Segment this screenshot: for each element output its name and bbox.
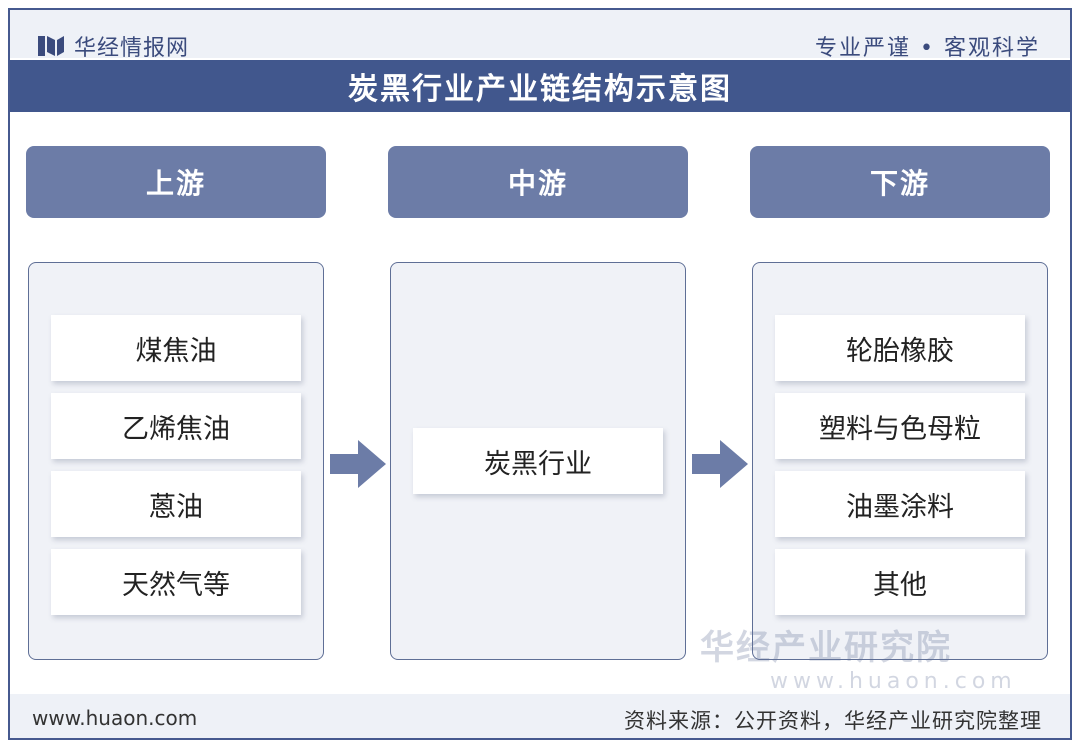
watermark-name: 华经产业研究院 (700, 628, 952, 668)
stage-panel-midstream: 炭黑行业 (390, 262, 686, 660)
downstream-item: 轮胎橡胶 (775, 315, 1025, 381)
stage-panel-downstream: 轮胎橡胶 塑料与色母粒 油墨涂料 其他 (752, 262, 1048, 660)
stage-header-midstream: 中游 (388, 146, 688, 218)
watermark: 华经产业研究院 www.huaon.com (700, 620, 1017, 694)
brand[interactable]: 华经情报网 (38, 30, 189, 62)
arrow-right-icon (330, 440, 386, 488)
downstream-item: 油墨涂料 (775, 471, 1025, 537)
slogan: 专业严谨 • 客观科学 (815, 36, 1040, 61)
footer-source: 资料来源：公开资料，华经产业研究院整理 (624, 709, 1042, 733)
upstream-item: 天然气等 (51, 549, 301, 615)
upstream-item: 煤焦油 (51, 315, 301, 381)
watermark-url: www.huaon.com (770, 669, 1017, 694)
midstream-item: 炭黑行业 (413, 428, 663, 494)
diagram-title: 炭黑行业产业链结构示意图 (10, 60, 1070, 112)
stage-panel-upstream: 煤焦油 乙烯焦油 蒽油 天然气等 (28, 262, 324, 660)
arrow-right-icon (692, 440, 748, 488)
upstream-item: 蒽油 (51, 471, 301, 537)
brand-name: 华经情报网 (74, 36, 190, 61)
stage-header-downstream: 下游 (750, 146, 1050, 218)
brand-logo-icon (38, 36, 64, 56)
downstream-item: 塑料与色母粒 (775, 393, 1025, 459)
top-bar: 华经情报网 专业严谨 • 客观科学 (10, 10, 1070, 61)
footer: www.huaon.com 资料来源：公开资料，华经产业研究院整理 (10, 694, 1070, 738)
upstream-item: 乙烯焦油 (51, 393, 301, 459)
footer-url-link[interactable]: www.huaon.com (32, 706, 198, 730)
downstream-item: 其他 (775, 549, 1025, 615)
stage-header-upstream: 上游 (26, 146, 326, 218)
